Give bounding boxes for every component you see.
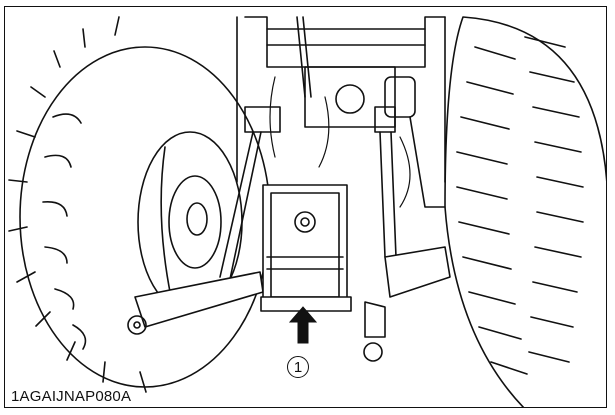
right-rear-tire [444, 16, 606, 407]
lift-linkage [127, 106, 451, 362]
callout-marker: 1 [287, 356, 309, 378]
tractor-body [236, 16, 446, 208]
drawbar-bracket [260, 184, 352, 312]
tractor-rear-hitch-illustration [8, 16, 606, 407]
figure-frame: 1 1AGAIJNAP080A [4, 6, 607, 408]
left-rear-tire [8, 16, 271, 393]
callout-number: 1 [293, 358, 303, 376]
arrow-icon [288, 306, 318, 344]
figure-code: 1AGAIJNAP080A [11, 388, 132, 405]
